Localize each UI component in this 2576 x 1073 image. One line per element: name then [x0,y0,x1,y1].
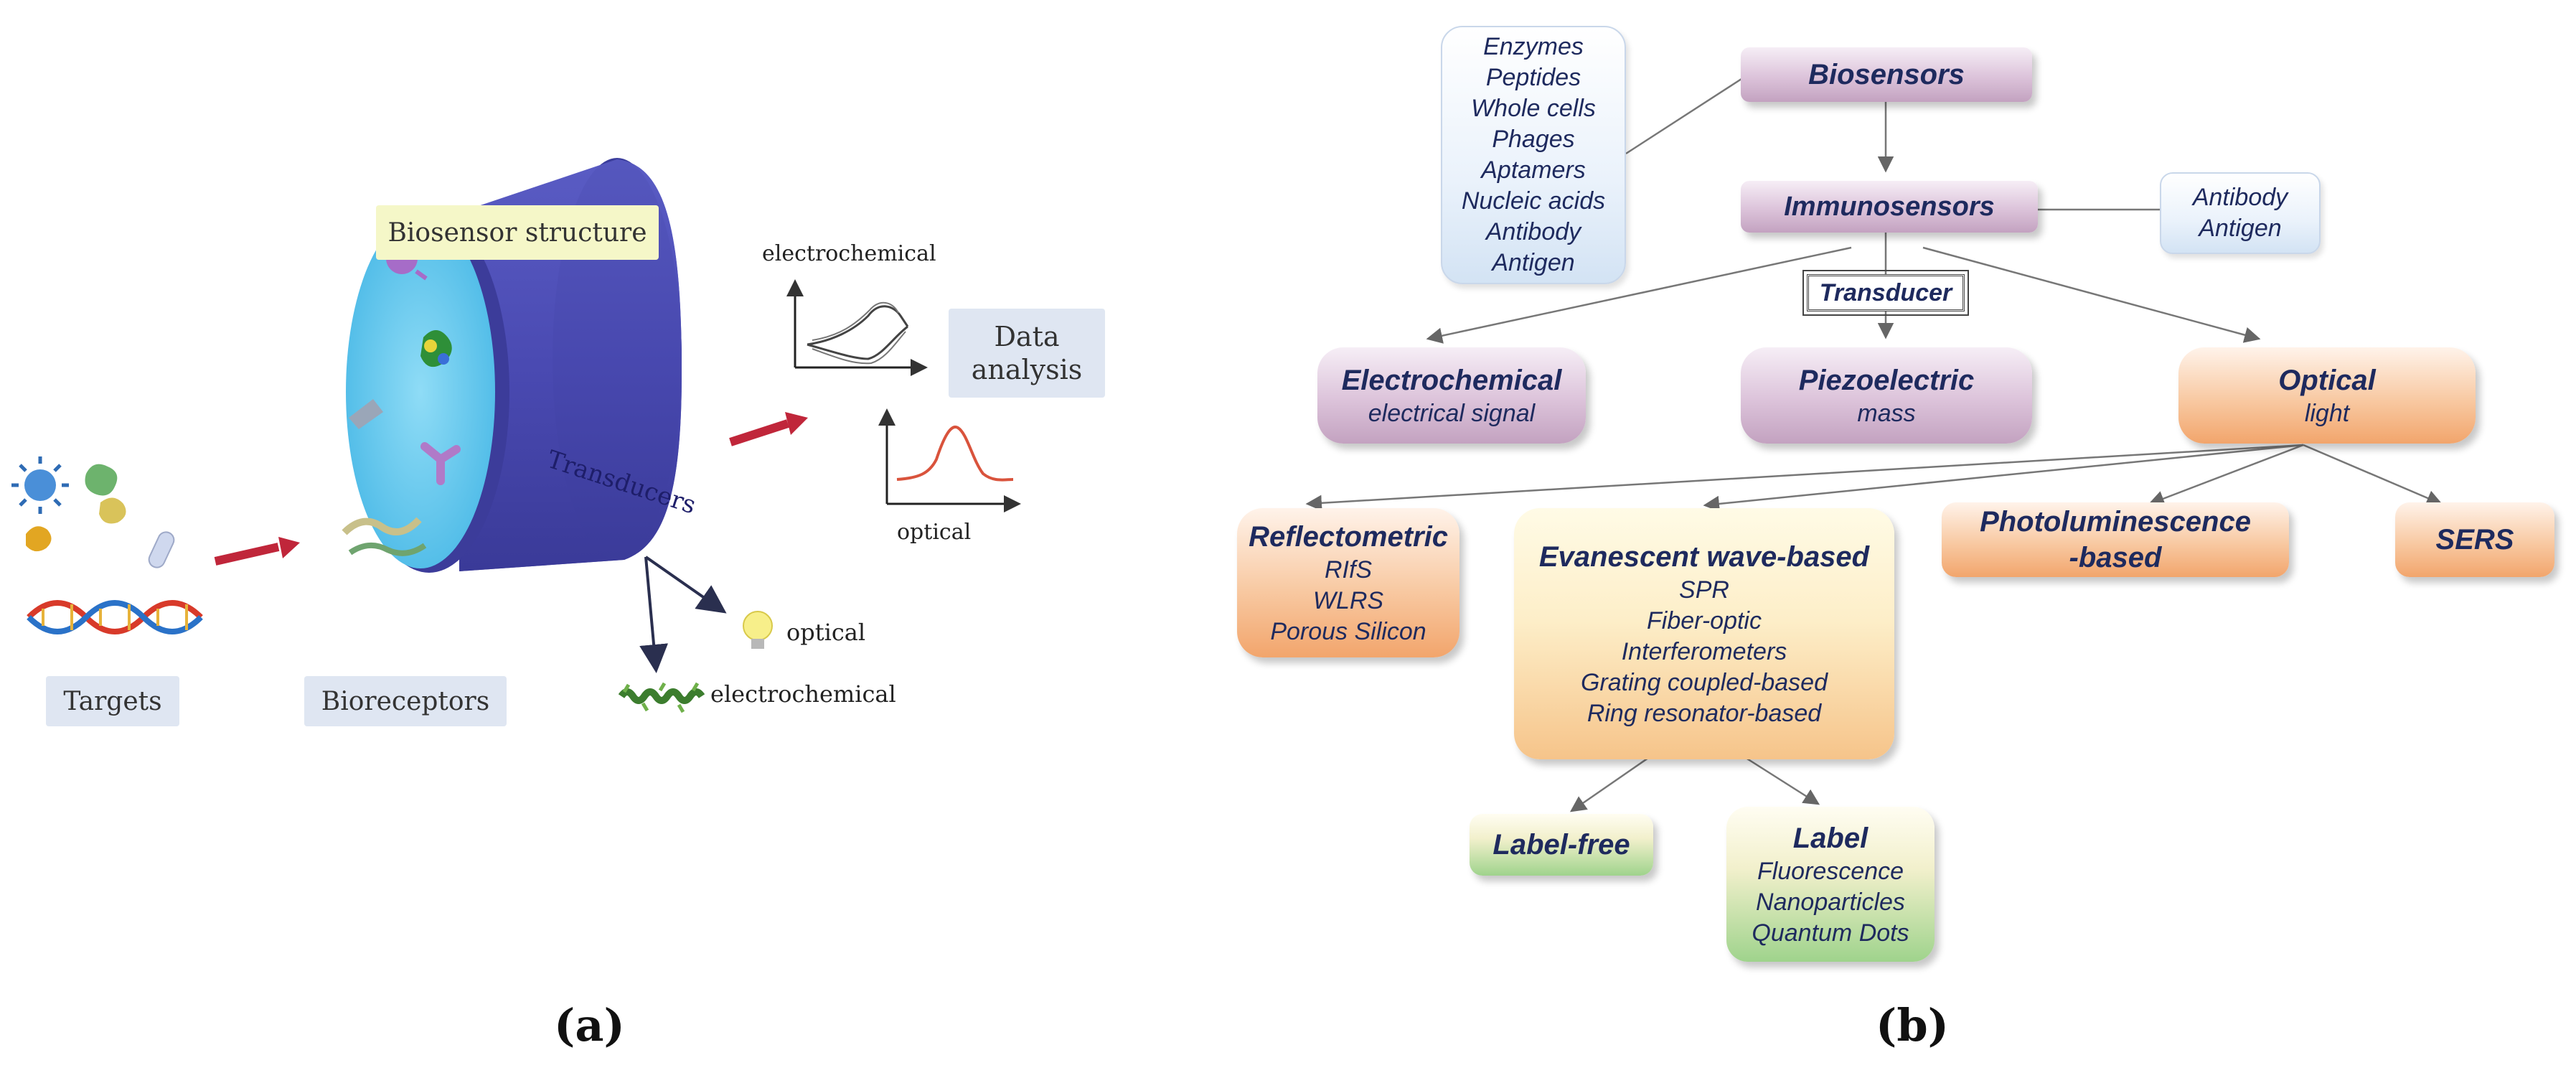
receptor-item: Whole cells [1471,95,1596,122]
biosensors-node: Biosensors [1741,47,2032,102]
photoluminescence-line1: Photoluminescence [1980,506,2251,538]
optical-plot [878,408,1021,512]
receptor-item: Enzymes [1483,33,1584,60]
receptor-item: Antigen [1492,249,1575,276]
optical-plot-label: optical [897,520,972,545]
electrochemical-node: Electrochemical electrical signal [1317,347,1586,444]
label-title: Label [1792,822,1868,854]
panel-b-caption: (b) [1876,999,1950,1051]
data-analysis-line1: Data [994,321,1060,352]
piezoelectric-node: Piezoelectric mass [1741,347,2032,444]
evanescent-item: Fiber-optic [1647,606,1762,634]
immuno-receptor-item: Antigen [2199,215,2282,242]
evanescent-item: Interferometers [1621,637,1787,665]
transducer-box: Transducer [1802,270,1969,316]
electrochemical-sub: electrical signal [1368,399,1536,427]
output-arrows [639,556,727,673]
photoluminescence-node: Photoluminescence -based [1942,502,2289,577]
receptor-item: Phages [1492,126,1575,153]
receptor-item: Antibody [1485,218,1581,245]
label-free-node: Label-free [1470,814,1653,876]
electrochemical-title: Electrochemical [1341,364,1562,396]
piezoelectric-title: Piezoelectric [1798,364,1975,396]
bulb-icon [743,611,773,649]
electrode-icon [618,682,705,713]
optical-node: Optical light [2178,347,2476,444]
evanescent-item: Ring resonator-based [1587,699,1822,727]
reflectometric-item: WLRS [1312,586,1384,614]
receptor-item: Nucleic acids [1461,187,1606,215]
label-free-title: Label-free [1493,829,1630,861]
electrochemical-output-label: electrochemical [710,680,896,708]
red-arrows [214,412,808,566]
sers-node: SERS [2395,502,2554,577]
biosensor-structure-title: Biosensor structure [376,205,659,260]
immunosensors-node: Immunosensors [1741,181,2038,233]
receptor-item: Peptides [1485,64,1581,91]
piezoelectric-sub: mass [1857,399,1916,427]
reflectometric-item: RIfS [1324,556,1373,584]
label-node: Label Fluorescence Nanoparticles Quantum… [1726,807,1935,962]
reflectometric-node: Reflectometric RIfS WLRS Porous Silicon [1237,508,1459,657]
electrochemical-plot-label: electrochemical [762,241,936,266]
evanescent-item: Grating coupled-based [1580,668,1828,696]
receptors-list-box: Enzymes Peptides Whole cells Phages Apta… [1441,26,1626,284]
targets-label: Targets [46,676,179,726]
data-analysis-line2: analysis [971,354,1083,385]
evanescent-item: SPR [1679,576,1729,604]
optical-sub: light [2304,399,2350,427]
evanescent-title: Evanescent wave-based [1538,540,1870,573]
target-icons [11,456,203,634]
biosensors-title: Biosensors [1808,59,1965,90]
cv-plot [786,279,928,376]
panel-a-caption: (a) [554,999,625,1051]
reflectometric-title: Reflectometric [1249,520,1448,553]
label-item: Nanoparticles [1756,888,1905,916]
immunosensors-title: Immunosensors [1784,192,1995,222]
optical-output-label: optical [786,619,866,646]
data-analysis-label: Data analysis [949,309,1105,398]
optical-title: Optical [2278,364,2376,396]
immuno-receptor-item: Antibody [2192,184,2288,211]
receptor-item: Aptamers [1481,156,1586,184]
reflectometric-item: Porous Silicon [1270,617,1426,645]
label-item: Fluorescence [1757,857,1904,885]
evanescent-node: Evanescent wave-based SPR Fiber-optic In… [1514,508,1894,759]
label-item: Quantum Dots [1752,919,1909,947]
immuno-receptors-box: Antibody Antigen [2160,172,2321,254]
sers-title: SERS [2435,524,2514,556]
bioreceptors-label: Bioreceptors [304,676,507,726]
photoluminescence-line2: -based [2069,542,2162,573]
